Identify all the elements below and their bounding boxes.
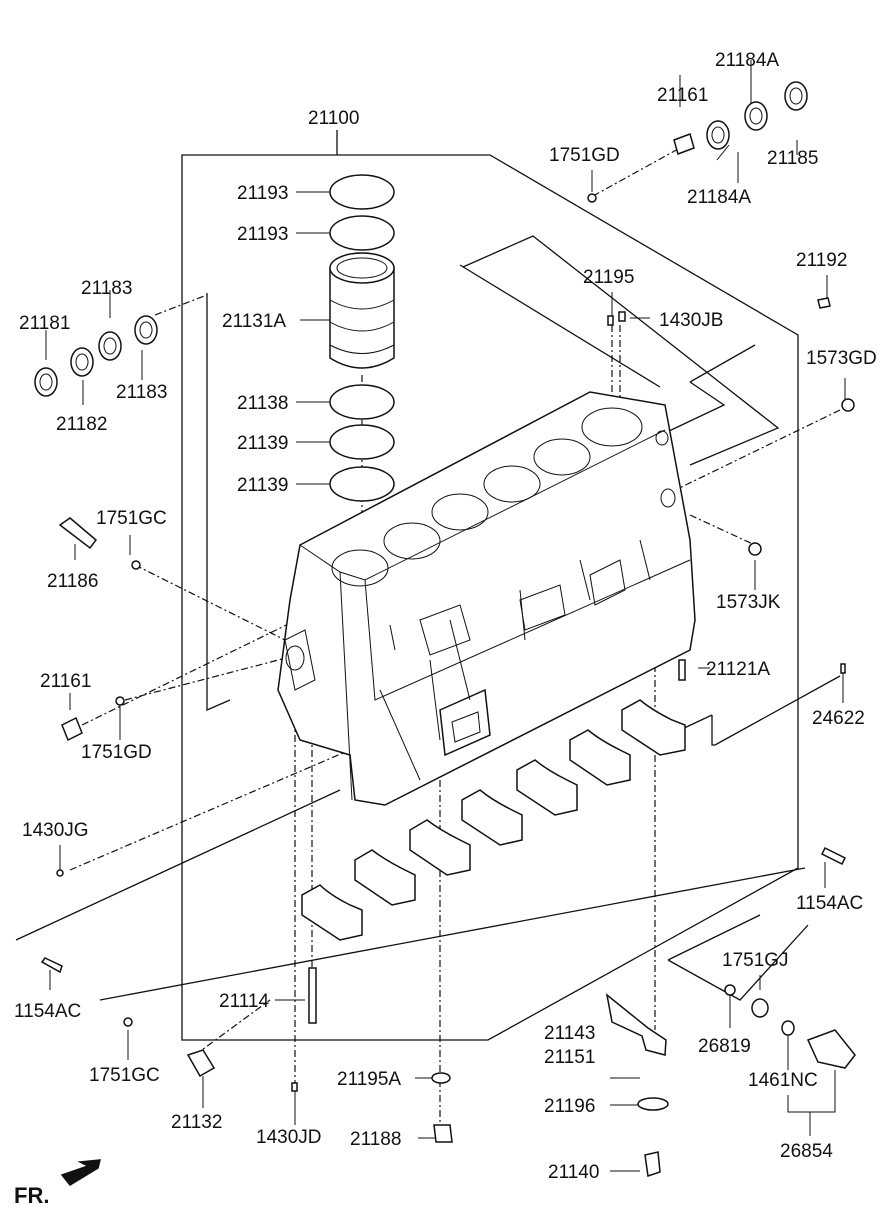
part-label: 21193 (237, 183, 288, 204)
ring-21193-upper (329, 174, 395, 210)
part-label: 21100 (308, 108, 359, 129)
seal-1751GC-upper (131, 560, 141, 570)
part-label: 21195 (583, 267, 634, 288)
ring-21139-upper (329, 424, 395, 460)
part-number-labels: 21100 21184A 21161 1751GD 21185 21184A 2… (14, 50, 877, 1183)
part-label: 1573GD (806, 348, 877, 369)
cylinder-liner (329, 252, 395, 369)
part-label: 21185 (767, 148, 818, 169)
small-parts (40, 193, 856, 1177)
part-label: 21161 (40, 671, 91, 692)
part-label: 1154AC (796, 893, 863, 914)
part-label: 1430JG (22, 820, 89, 841)
plug-21161-lower (61, 716, 83, 742)
bolt-21186 (58, 517, 98, 550)
part-label: 21193 (237, 224, 288, 245)
part-label: 21188 (350, 1129, 401, 1150)
front-label: FR. (14, 1183, 49, 1208)
part-label: 1751GD (549, 145, 620, 166)
part-label: 26819 (698, 1036, 751, 1057)
part-label: 21139 (237, 433, 288, 454)
part-label: 21143 (544, 1023, 595, 1044)
part-label: 21132 (171, 1112, 222, 1133)
sensor-26854 (806, 1029, 856, 1069)
bolt-21114 (308, 967, 317, 1024)
part-label: 26854 (780, 1141, 833, 1162)
ring-21193-lower (329, 215, 395, 251)
ring-21139-lower (329, 466, 395, 502)
part-label: 21195A (337, 1069, 401, 1090)
part-label: 21186 (47, 571, 98, 592)
part-label: 21183 (116, 382, 167, 403)
leader-lines (45, 60, 846, 1172)
part-label: 21182 (56, 414, 107, 435)
cylinder-block (277, 391, 696, 806)
part-label: 21121A (706, 659, 770, 680)
liner-and-rings (329, 174, 395, 502)
part-label: 21114 (219, 991, 269, 1012)
part-label: 1430JD (256, 1127, 322, 1148)
part-label: 21151 (544, 1047, 595, 1068)
part-label: 1154AC (14, 1001, 81, 1022)
part-label: 21161 (657, 85, 708, 106)
bushings-right (673, 81, 808, 155)
part-label: 21131A (222, 311, 286, 332)
part-label: 1461NC (748, 1070, 818, 1091)
part-label: 1430JB (659, 310, 723, 331)
part-label: 24622 (812, 708, 865, 729)
part-label: 21196 (544, 1096, 595, 1117)
part-label: 1751GC (89, 1065, 160, 1086)
assembly-frame (15, 130, 841, 1041)
part-label: 21138 (237, 393, 288, 414)
main-bearing-caps (301, 699, 686, 941)
part-label: 21184A (687, 187, 751, 208)
part-label: 21140 (548, 1162, 599, 1183)
part-label: 1751GC (96, 508, 167, 529)
part-label: 21184A (715, 50, 779, 71)
part-label: 1751GJ (722, 950, 789, 971)
part-label: 21139 (237, 475, 288, 496)
part-label: 21192 (796, 250, 847, 271)
ring-21138 (329, 384, 395, 420)
part-label: 1751GD (81, 742, 152, 763)
sensor-21143 (605, 993, 667, 1056)
front-arrow-icon (60, 1159, 101, 1186)
part-label: 21181 (19, 313, 70, 334)
front-direction-indicator: FR. (14, 1159, 101, 1208)
part-label: 1573JK (716, 592, 781, 613)
bushings-left (34, 315, 158, 397)
part-label: 21183 (81, 278, 132, 299)
